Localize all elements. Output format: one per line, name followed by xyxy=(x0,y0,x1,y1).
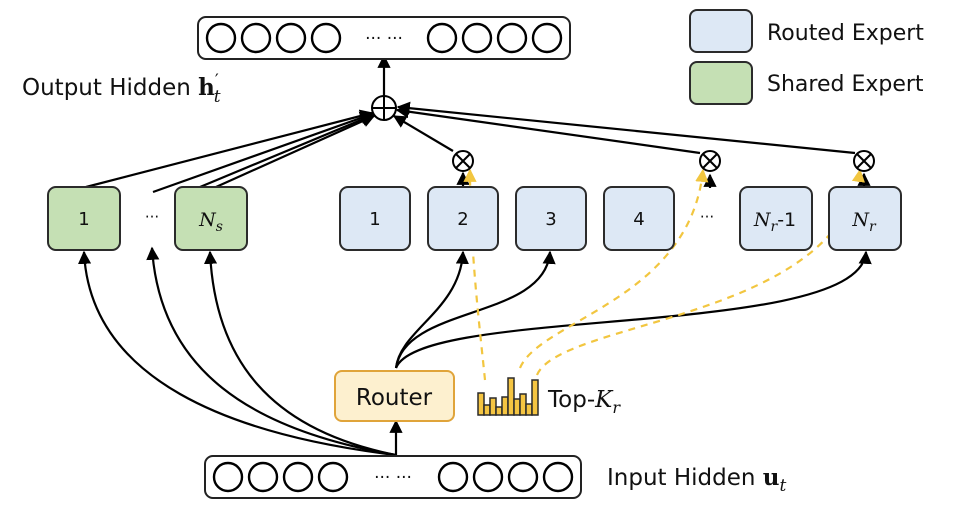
gate-line-2 xyxy=(463,168,487,381)
output-symbol-sup: ′ xyxy=(215,71,219,91)
edge-input-to-shared-ns xyxy=(203,250,397,457)
router-box xyxy=(335,371,454,421)
output-symbol: h xyxy=(198,74,215,101)
output-vector-ellipsis: ··· ··· xyxy=(365,29,403,49)
output-label-prefix: Output Hidden xyxy=(22,75,198,101)
routed-expert-2 xyxy=(427,186,499,251)
routed-expert-2-label: 2 xyxy=(457,209,468,230)
edges xyxy=(77,54,872,457)
routed-expert-1 xyxy=(339,186,411,251)
sum-node xyxy=(371,95,397,121)
edge-input-to-shared-dots xyxy=(146,246,397,457)
edge-router-to-expert-3 xyxy=(394,250,556,369)
output-hidden-label: Output Hidden h′t xyxy=(22,71,221,107)
edge-shared-dots-to-sum xyxy=(152,111,374,194)
legend: Routed Expert Shared Expert xyxy=(689,9,924,105)
topk-histogram-icon xyxy=(477,377,539,416)
routed-expert-nr-minus-1-label: Nr-1 xyxy=(753,209,796,235)
routed-expert-3-label: 3 xyxy=(545,209,556,230)
output-symbol-sub: t xyxy=(214,87,221,107)
shared-expert-ns-label: Ns xyxy=(198,209,223,235)
edge-input-to-shared-1 xyxy=(77,250,397,457)
router-label: Router xyxy=(356,385,433,411)
routed-expert-1-label: 1 xyxy=(369,209,380,230)
edge-shared-1-to-sum xyxy=(85,109,374,189)
shared-expert-1 xyxy=(47,186,121,251)
router: Router xyxy=(334,370,455,422)
routed-expert-4 xyxy=(603,186,675,251)
gate-multiply-7 xyxy=(853,150,875,172)
routed-expert-ellipsis: ··· xyxy=(700,208,714,226)
routed-expert-nr-minus-1 xyxy=(739,186,813,251)
gate-line-6 xyxy=(518,168,709,369)
routed-expert-nr xyxy=(828,186,902,251)
edge-gate-6-to-sum xyxy=(395,105,701,155)
routed-expert-4-label: 4 xyxy=(633,209,644,230)
shared-expert-1-label: 1 xyxy=(78,209,89,230)
edge-shared-ns-to-sum-2 xyxy=(215,114,376,189)
input-vector-ellipsis: ··· ··· xyxy=(374,468,412,488)
legend-routed-swatch xyxy=(689,9,753,53)
output-hidden-vector: ··· ··· xyxy=(197,16,571,60)
shared-experts: 1 ··· Ns xyxy=(47,186,248,251)
edge-gate-2-to-sum xyxy=(392,115,454,152)
legend-shared-label: Shared Expert xyxy=(767,72,924,97)
gate-multiply-6 xyxy=(699,150,721,172)
shared-expert-ns xyxy=(174,186,248,251)
routed-expert-3 xyxy=(515,186,587,251)
legend-shared-swatch xyxy=(689,61,753,105)
gate-multiply-2 xyxy=(452,150,474,172)
edge-router-to-expert-2 xyxy=(394,250,469,369)
edge-shared-ns-to-sum xyxy=(199,113,375,189)
topk-label: Top-Kr xyxy=(547,387,621,417)
legend-routed-label: Routed Expert xyxy=(767,21,924,46)
input-hidden-vector: ··· ··· xyxy=(204,455,582,499)
routed-expert-nr-label: Nr xyxy=(851,209,877,235)
input-hidden-label: Input Hidden ut xyxy=(607,464,787,496)
edge-router-to-expert-7 xyxy=(394,250,872,369)
shared-expert-ellipsis: ··· xyxy=(145,208,159,226)
edge-gate-7-to-sum xyxy=(396,101,856,155)
routed-experts: 1 2 3 4 ··· Nr-1 Nr xyxy=(339,186,902,251)
